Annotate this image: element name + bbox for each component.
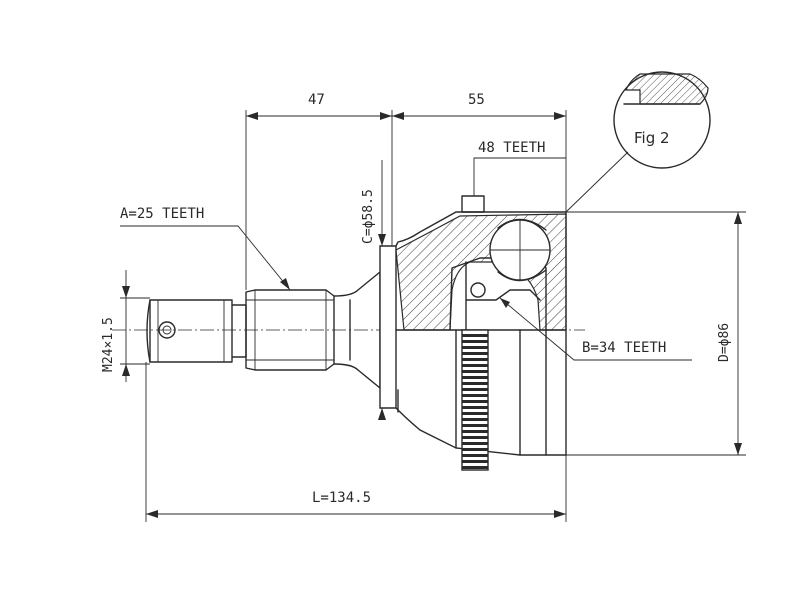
dimension-55: 55: [392, 92, 567, 212]
spline-a-label: A=25 TEETH: [120, 206, 204, 222]
tone-ring-tooth: [462, 418, 488, 421]
tone-ring-tooth: [462, 346, 488, 349]
dimension-c-diameter: C=ϕ58.5: [361, 160, 386, 420]
tone-ring-tooth: [462, 436, 488, 439]
tone-ring-tooth: [462, 340, 488, 343]
tone-ring-tooth: [462, 388, 488, 391]
tone-ring-tooth: [462, 448, 488, 451]
tone-ring-tooth: [462, 442, 488, 445]
fig-2-detail: Fig 2: [565, 71, 711, 213]
tone-ring-tooth: [462, 460, 488, 463]
tone-ring-tooth: [462, 412, 488, 415]
abs-tone-ring: [461, 329, 489, 471]
tone-ring-tooth: [462, 358, 488, 361]
tone-ring-tooth: [462, 430, 488, 433]
tone-ring-tooth: [462, 352, 488, 355]
fig-2-label: Fig 2: [634, 129, 670, 147]
tone-ring-tooth: [462, 364, 488, 367]
teeth-48-label: 48 TEETH: [478, 140, 545, 156]
spline-shaft: [245, 271, 381, 389]
tone-ring-tooth: [462, 376, 488, 379]
total-length-label: L=134.5: [312, 490, 371, 506]
diameter-c-label: C=ϕ58.5: [361, 189, 376, 244]
dim-55-label: 55: [468, 92, 485, 108]
dimension-d-diameter: D=ϕ86: [566, 211, 746, 456]
tone-ring-tooth: [462, 406, 488, 409]
tone-ring-tooth: [462, 370, 488, 373]
dimension-thread: M24×1.5: [101, 270, 150, 382]
dimension-47: 47: [245, 92, 393, 290]
tone-ring-tooth: [462, 400, 488, 403]
tone-ring-tooth: [462, 424, 488, 427]
callout-a-25-teeth: A=25 TEETH: [120, 206, 291, 291]
callout-48-teeth: 48 TEETH: [473, 140, 566, 196]
spline-b-label: B=34 TEETH: [582, 340, 666, 356]
dim-47-label: 47: [308, 92, 325, 108]
callout-b-34-teeth: B=34 TEETH: [499, 297, 692, 361]
tone-ring-tooth: [462, 334, 488, 337]
threaded-stub: [146, 299, 247, 363]
thread-label: M24×1.5: [101, 317, 116, 372]
pin-hole-icon: [158, 321, 176, 339]
diameter-d-label: D=ϕ86: [717, 323, 732, 362]
tone-ring-tooth: [462, 454, 488, 457]
tone-ring-tooth: [462, 394, 488, 397]
tone-ring-tooth: [462, 382, 488, 385]
dimension-total-length: L=134.5: [145, 362, 567, 522]
tone-ring-tooth: [462, 466, 488, 469]
